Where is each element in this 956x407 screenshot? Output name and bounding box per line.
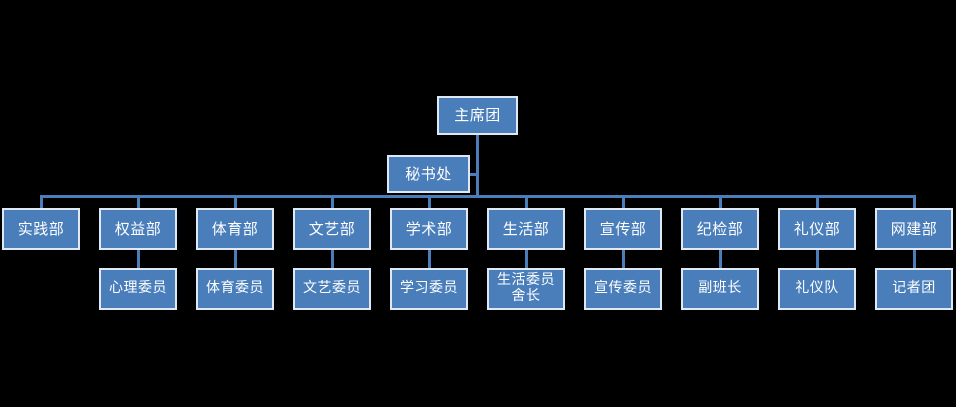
org-node-department-1[interactable]: 实践部 (2, 208, 80, 250)
connector-dept-to-unit-9 (913, 249, 916, 269)
org-node-unit-9[interactable]: 记者团 (875, 268, 953, 310)
connector-dept-to-unit-5 (525, 249, 528, 269)
connector-bus-to-dept-4 (331, 195, 334, 209)
connector-trunk-to-secretariat (469, 173, 479, 176)
org-node-department-10[interactable]: 网建部 (875, 208, 953, 250)
connector-bus-to-dept-10 (913, 195, 916, 209)
org-node-department-9[interactable]: 礼仪部 (778, 208, 856, 250)
org-node-department-5[interactable]: 学术部 (390, 208, 468, 250)
connector-dept-to-unit-1 (137, 249, 140, 269)
org-node-secretariat[interactable]: 秘书处 (387, 155, 470, 193)
connector-dept-to-unit-3 (331, 249, 334, 269)
org-node-presidium[interactable]: 主席团 (437, 96, 518, 135)
org-node-unit-3[interactable]: 文艺委员 (293, 268, 371, 310)
org-node-unit-6[interactable]: 宣传委员 (584, 268, 662, 310)
connector-bus-to-dept-8 (719, 195, 722, 209)
connector-bus-to-dept-7 (622, 195, 625, 209)
connector-horizontal-bus (41, 195, 915, 198)
connector-dept-to-unit-6 (622, 249, 625, 269)
org-node-department-8[interactable]: 纪检部 (681, 208, 759, 250)
org-node-department-6[interactable]: 生活部 (487, 208, 565, 250)
connector-root-to-trunk (476, 135, 479, 196)
org-node-unit-5[interactable]: 生活委员 舍长 (487, 268, 565, 310)
org-node-unit-7[interactable]: 副班长 (681, 268, 759, 310)
org-node-department-2[interactable]: 权益部 (99, 208, 177, 250)
org-node-unit-2[interactable]: 体育委员 (196, 268, 274, 310)
connector-bus-to-dept-1 (40, 195, 43, 209)
connector-bus-to-dept-6 (525, 195, 528, 209)
connector-dept-to-unit-7 (719, 249, 722, 269)
org-node-unit-4[interactable]: 学习委员 (390, 268, 468, 310)
connector-bus-to-dept-2 (137, 195, 140, 209)
org-node-department-7[interactable]: 宣传部 (584, 208, 662, 250)
connector-dept-to-unit-4 (428, 249, 431, 269)
org-node-department-4[interactable]: 文艺部 (293, 208, 371, 250)
connector-dept-to-unit-2 (234, 249, 237, 269)
connector-dept-to-unit-8 (816, 249, 819, 269)
org-node-unit-1[interactable]: 心理委员 (99, 268, 177, 310)
connector-bus-to-dept-3 (234, 195, 237, 209)
org-node-unit-8[interactable]: 礼仪队 (778, 268, 856, 310)
org-node-department-3[interactable]: 体育部 (196, 208, 274, 250)
connector-bus-to-dept-5 (428, 195, 431, 209)
connector-bus-to-dept-9 (816, 195, 819, 209)
